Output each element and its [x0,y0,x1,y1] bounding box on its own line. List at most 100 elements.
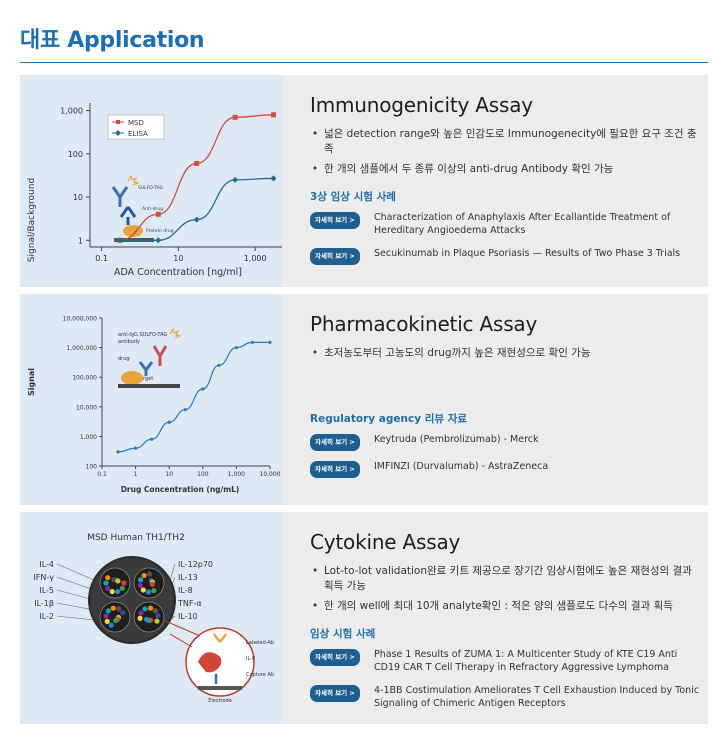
pharmacokinetic-chart: Signal Drug Concentration (ng/mL) 10,000… [27,316,281,495]
refs-heading: 임상 시험 사례 [310,628,376,640]
details-button[interactable]: 자세히 보기 > [310,461,360,478]
pk-point [217,363,221,368]
pk-point [150,437,154,441]
pk-point [234,346,238,350]
analyte-label: TNF-α [177,599,202,608]
svg-text:SULFO-TAG: SULFO-TAG [138,185,164,191]
reference-item: 자세히 보기 > IMFINZI (Durvalumab) - AstraZen… [310,460,700,478]
reference-item: 자세히 보기 > Phase 1 Results of ZUMA 1: A Mu… [310,648,700,674]
detail-label: Labeled-Ab [246,640,274,646]
svg-text:drug: drug [118,356,130,362]
x-tick-label: 0.1 [95,254,108,263]
bullet-item: 초저농도부터 고농도의 drug까지 높은 재현성으로 확인 가능 [310,346,700,361]
analyte-label: IL-5 [39,586,54,595]
spot [105,585,111,591]
spot [145,589,152,595]
card-title: Cytokine Assay [310,530,461,554]
spot [152,608,159,614]
y-tick-label: 10 [73,193,83,202]
spot [138,610,144,616]
details-button[interactable]: 자세히 보기 > [310,649,360,666]
elisa-point [232,176,239,183]
x-axis-label: ADA Concentration [ng/ml] [114,267,242,278]
spot [138,577,144,583]
details-button[interactable]: 자세히 보기 > [310,248,360,265]
spot [105,608,111,614]
y-tick-label: 10,000 [76,404,97,411]
spot [154,618,160,624]
spot [147,605,154,611]
bullet-item: 한 개의 well에 최대 10개 analyte확인 : 적은 양의 샘플로도… [310,599,700,614]
svg-text:antibody: antibody [118,339,140,345]
details-button[interactable]: 자세히 보기 > [310,685,360,702]
spot [137,582,143,588]
immunogenicity-text: Immunogenicity Assay 넓은 detection range와… [310,75,700,270]
elisa-point [155,237,162,244]
elisa-point [270,175,277,182]
analyte-label: IL-10 [178,612,198,621]
spot [116,606,122,612]
bullet-item: 한 개의 샘플에서 두 종류 이상의 anti-drug Antibody 확인… [310,162,700,177]
reference-item: 자세히 보기 > Secukinumab in Plaque Psoriasis… [310,247,700,265]
y-tick-label: 100,000 [72,375,97,382]
reference-item: 자세히 보기 > Characterization of Anaphylaxis… [310,211,700,237]
svg-text:anti-IgG SULFO-TAG: anti-IgG SULFO-TAG [118,332,167,338]
spot [119,585,125,591]
x-tick-label: 100 [197,471,209,478]
spot [146,571,153,577]
pk-point [116,450,120,454]
spot [110,605,116,611]
pk-point [250,340,255,344]
y-tick-label: 1,000,000 [66,345,97,352]
antibody-illustration: SULFO-TAG Anti-drug Protein drug [111,174,174,242]
y-tick-label: 1,000 [80,434,97,441]
reference-text: Secukinumab in Plaque Psoriasis — Result… [374,248,681,259]
y-axis-label: Signal/Background [27,178,37,262]
reference-text: Phase 1 Results of ZUMA 1: A Multicenter… [374,649,678,673]
analyte-label: IL-4 [39,560,54,569]
x-tick-label: 10,000 [260,471,281,478]
pharmacokinetic-card: Signal Drug Concentration (ng/mL) 10,000… [20,294,708,505]
analyte-label: IFN-γ [33,573,54,582]
pk-point [167,420,171,424]
analyte-label: IL-8 [178,586,193,595]
spot [143,616,150,623]
refs-heading: 3상 임상 시험 사례 [310,191,396,203]
cytokine-illustration: MSD Human TH1/TH2 IL-4IFN-γIL-5IL-1βIL-2… [33,533,274,704]
cytokine-text: Cytokine Assay Lot-to-lot validation완료 키… [310,512,700,720]
spot [141,572,147,579]
y-tick-label: 1,000 [60,107,83,116]
x-tick-label: 0.1 [97,471,107,478]
y-tick-label: 1 [78,236,83,245]
reference-text: Characterization of Anaphylaxis After Ec… [374,212,671,236]
bullet-item: 넓은 detection range와 높은 민감도로 Immunogeneci… [310,127,700,157]
spot [155,613,161,619]
x-tick-label: 10 [173,254,183,263]
spot [105,575,111,581]
x-tick-label: 1,000 [244,254,267,263]
bullet-list: Lot-to-lot validation완료 키트 제공으로 장기간 임상시험… [310,564,700,614]
pk-point [134,446,138,450]
spot [142,606,148,612]
title-divider [20,62,708,63]
immunogenicity-figure: Signal/Background ADA Concentration [ng/… [20,75,282,287]
y-tick-label: 100 [68,150,83,159]
analyte-label: IL-12p70 [178,560,213,569]
msd-point [194,160,200,166]
x-tick-label: 10 [165,471,173,478]
bullet-list: 넓은 detection range와 높은 민감도로 Immunogeneci… [310,127,700,177]
spot [113,617,119,624]
detail-label: IL-8 [246,656,255,662]
spot [103,580,109,586]
immunogenicity-card: Signal/Background ADA Concentration [ng/… [20,75,708,287]
x-tick-label: 1 [134,471,138,478]
pharmacokinetic-figure: Signal Drug Concentration (ng/mL) 10,000… [20,294,282,505]
details-button[interactable]: 자세히 보기 > [310,434,360,451]
msd-point [155,211,161,217]
x-axis-label: Drug Concentration (ng/mL) [121,485,240,494]
details-button[interactable]: 자세히 보기 > [310,212,360,229]
refs-heading: Regulatory agency 리뷰 자료 [310,413,468,425]
spot [137,615,143,621]
spot [151,587,157,594]
spot [121,580,127,586]
